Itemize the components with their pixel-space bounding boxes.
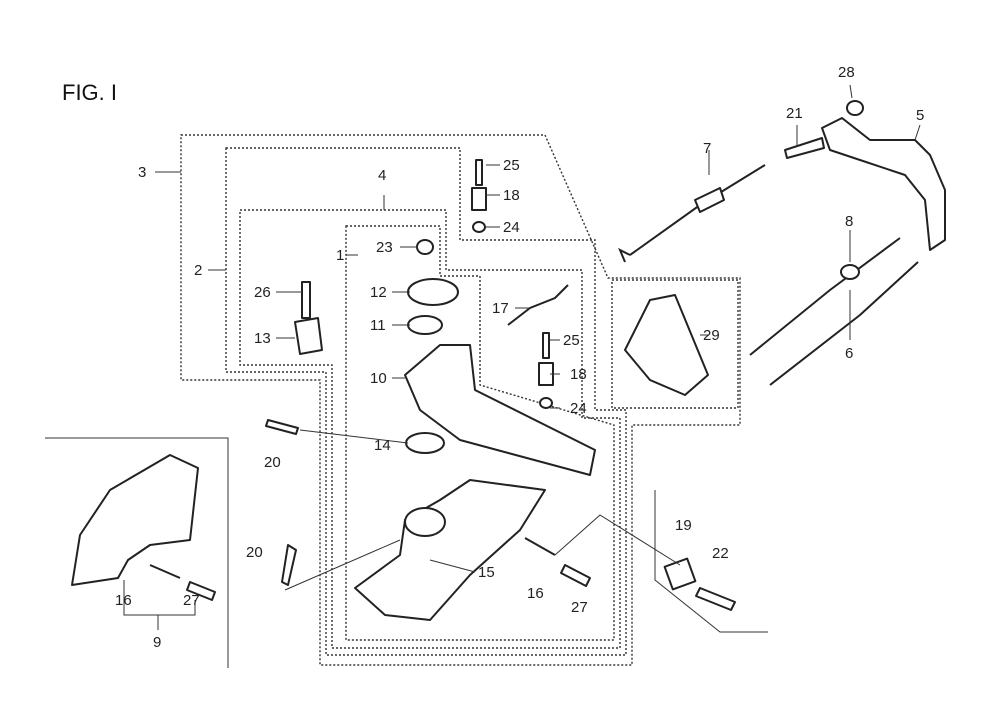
callout-8: 8 [845,213,853,230]
pivot-part-15 [404,507,446,537]
spring-part-17 [507,284,569,326]
bolt-21 [784,137,825,159]
callout-11: 11 [370,317,386,334]
inset-bracket-part-9 [71,454,199,586]
callout-4: 4 [378,167,386,184]
callout-2: 2 [194,262,202,279]
callout-22: 22 [712,545,729,562]
spring-7 [694,187,725,213]
callout-18-lower: 18 [570,366,587,383]
callout-19: 19 [675,517,692,534]
arm-part-10 [404,344,596,476]
callout-17: 17 [492,300,509,317]
bolt-part-25-upper [475,159,483,186]
callout-5: 5 [916,107,924,124]
bracket-part-29 [624,294,709,396]
rod-7-hook [618,247,631,263]
base-plate-part-15 [354,479,546,621]
outline-lever-29 [611,279,739,409]
callout-28: 28 [838,64,855,81]
spring-part-16-left [149,564,181,579]
callout-21: 21 [786,105,803,122]
nut-part-23 [416,239,434,255]
bolt-part-27-right [560,564,591,587]
figure-title: FIG. I [62,80,117,105]
callout-15: 15 [478,564,495,581]
washer-part-24-lower [539,397,553,409]
leader-lines [123,84,921,630]
assembly-outlines [45,134,768,668]
ferrule-8 [840,264,860,280]
callout-16-left: 16 [115,592,132,609]
callout-10: 10 [370,370,387,387]
sleeve-part-19 [663,557,697,591]
callout-24-upper: 24 [503,219,520,236]
outline-group-1 [345,225,615,641]
callout-3: 3 [138,164,146,181]
callouts: 3 2 1 4 25 18 24 23 12 11 10 26 13 17 25… [115,64,924,651]
callout-23: 23 [376,239,393,256]
callout-1: 1 [336,247,344,264]
bolt-part-22 [695,587,736,611]
outline-group-4 [239,209,621,649]
callout-20-upper: 20 [264,454,281,471]
callout-24-lower: 24 [570,400,587,417]
spring-part-16-right [524,537,556,556]
callout-29: 29 [703,327,720,344]
plate-part-12 [407,278,459,306]
callout-16-right: 16 [527,585,544,602]
rod-part-6 [769,261,919,386]
block-part-13 [294,317,323,355]
callout-13: 13 [254,330,271,347]
bolt-part-20-upper [265,419,299,435]
callout-14: 14 [374,437,391,454]
nut-28 [846,100,864,116]
outline-group-3 [180,134,741,666]
outline-inset-9 [45,437,229,668]
callout-27-left: 27 [183,592,200,609]
washer-part-11 [407,315,443,335]
callout-18-upper: 18 [503,187,520,204]
callout-25-upper: 25 [503,157,520,174]
callout-9: 9 [153,634,161,651]
callout-25-lower: 25 [563,332,580,349]
outline-group-2 [225,147,627,656]
bolt-part-25-lower [542,332,550,359]
bolt-part-27-left [186,581,216,601]
callout-7: 7 [703,140,711,157]
washer-part-24-upper [472,221,486,233]
spacer-part-18-lower [538,362,554,386]
washer-part-14 [405,432,445,454]
bolt-part-20-lower [281,544,297,586]
callout-26: 26 [254,284,271,301]
parts [71,100,946,621]
lever-part-5 [821,117,946,251]
callout-12: 12 [370,284,387,301]
spacer-part-18-upper [471,187,487,211]
outline-inset-19 [654,490,768,633]
callout-27-right: 27 [571,599,588,616]
callout-6: 6 [845,345,853,362]
rod-part-7 [629,164,766,256]
bolt-part-26 [301,281,311,319]
callout-20-lower: 20 [246,544,263,561]
rod-part-8 [749,237,901,356]
